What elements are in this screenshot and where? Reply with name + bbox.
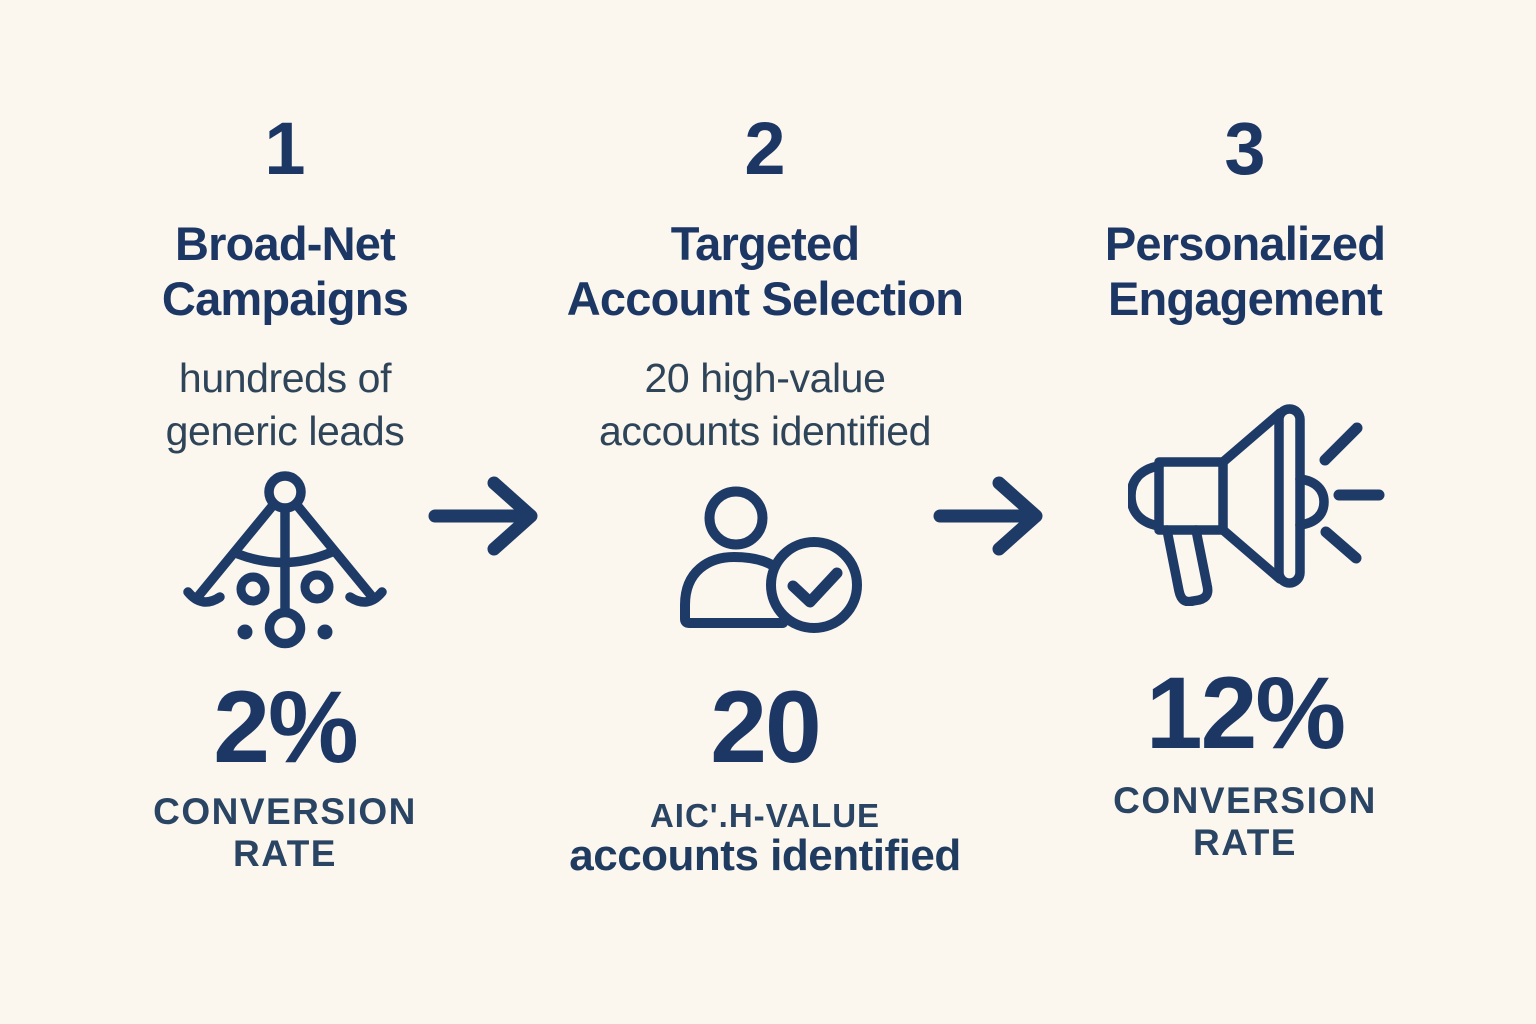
- step-2-stat-value: 20: [710, 670, 821, 784]
- step-1-number: 1: [264, 107, 306, 190]
- step-1-stat-label: CONVERSION RATE: [153, 791, 417, 874]
- step-2-subtitle: 20 high-value accounts identified: [598, 355, 931, 454]
- step-3-title: Personalized Engagement: [1104, 217, 1386, 325]
- arrow-right-icon: [428, 470, 550, 567]
- step-3-stat-value: 12%: [1145, 656, 1346, 770]
- step-3-number: 3: [1224, 107, 1266, 190]
- step-1-subtitle: hundreds of generic leads: [165, 355, 405, 454]
- funnel-net-icon: [175, 470, 625, 660]
- step-1-column: 1 Broad-Net Campaigns hundreds of generi…: [60, 0, 510, 1024]
- step-1-stat-value: 2%: [213, 670, 358, 784]
- step-2-number: 2: [744, 107, 786, 190]
- step-2-title: Targeted Account Selection: [566, 217, 964, 325]
- arrow-right-icon: [933, 470, 1055, 567]
- step-3-stat-label: CONVERSION RATE: [1113, 780, 1377, 863]
- megaphone-icon: [1128, 403, 1536, 606]
- step-2-stat-label-sub: accounts identified: [569, 831, 961, 880]
- step-1-title: Broad-Net Campaigns: [161, 217, 409, 325]
- step-3-column: 3 Personalized Engagement 12% CONVER: [1020, 0, 1470, 1024]
- user-check-icon: [679, 485, 1129, 640]
- step-2-column: 2 Targeted Account Selection 20 high-val…: [540, 0, 990, 1024]
- step-2-stat-label-caps: AIC'.H-VALUE: [649, 797, 881, 834]
